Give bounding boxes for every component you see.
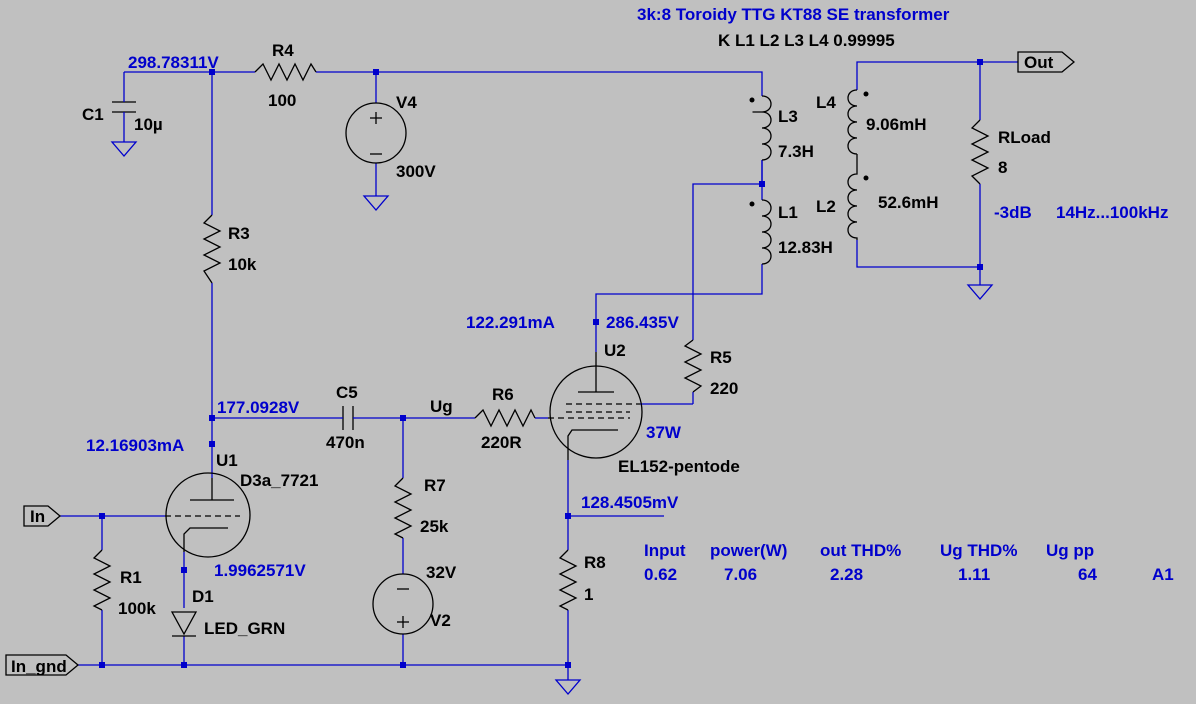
- probe-supply: 298.78311V: [128, 53, 219, 72]
- l1-value: 12.83H: [778, 238, 833, 257]
- capacitor-c5-symbol[interactable]: [340, 406, 356, 430]
- r6-ref: R6: [492, 385, 514, 404]
- transformer-coupling: K L1 L2 L3 L4 0.99995: [718, 31, 895, 50]
- table-header: Ug THD%: [940, 541, 1017, 560]
- l2-value: 52.6mH: [878, 193, 938, 212]
- resistor-r6-symbol[interactable]: [474, 408, 536, 428]
- u1-ref: U1: [216, 451, 238, 470]
- port-out-shape[interactable]: [1017, 51, 1076, 73]
- table-tag: A1: [1152, 565, 1174, 584]
- d1-value: LED_GRN: [204, 619, 285, 638]
- port-in-gnd-shape[interactable]: [5, 654, 80, 676]
- v2-ref: V2: [430, 611, 451, 630]
- triode-u1-symbol[interactable]: [165, 472, 251, 558]
- results-table: Input power(W) out THD% Ug THD% Ug pp 0.…: [644, 541, 1174, 584]
- port-in-gnd-label: In_gnd: [11, 657, 67, 676]
- r4-ref: R4: [272, 41, 294, 60]
- resistor-r3-symbol[interactable]: [202, 214, 222, 284]
- resistor-r7-symbol[interactable]: [393, 477, 413, 539]
- r6-value: 220R: [481, 433, 522, 452]
- r5-value: 220: [710, 379, 738, 398]
- inductor-l3-symbol[interactable]: [749, 95, 772, 161]
- port-in-label: In: [30, 507, 45, 526]
- u1-model: D3a_7721: [240, 471, 318, 490]
- l1-ref: L1: [778, 203, 798, 222]
- v4-value: 300V: [396, 162, 436, 181]
- r3-ref: R3: [228, 224, 250, 243]
- capacitor-c1-symbol[interactable]: [112, 96, 136, 120]
- r8-value: 1: [584, 585, 593, 604]
- u2-ref: U2: [604, 341, 626, 360]
- junction-dots: [99, 59, 983, 668]
- inductor-l1-symbol[interactable]: [749, 199, 772, 265]
- probe-u2-current: 122.291mA: [466, 313, 555, 332]
- l4-value: 9.06mH: [866, 115, 926, 134]
- table-cell: 0.62: [644, 565, 677, 584]
- voltage-source-v2-symbol[interactable]: [372, 573, 434, 635]
- table-cell: 7.06: [724, 565, 757, 584]
- led-d1-symbol[interactable]: [170, 611, 198, 637]
- inductor-l2-symbol[interactable]: [847, 153, 869, 240]
- l4-ref: L4: [816, 93, 836, 112]
- rload-value: 8: [998, 158, 1007, 177]
- r8-ref: R8: [584, 553, 606, 572]
- probe-u1-current: 12.16903mA: [86, 436, 184, 455]
- l3-value: 7.3H: [778, 142, 814, 161]
- bandwidth-range: 14Hz...100kHz: [1056, 203, 1168, 222]
- c5-ref: C5: [336, 383, 358, 402]
- r3-value: 10k: [228, 255, 257, 274]
- table-header: out THD%: [820, 541, 901, 560]
- bandwidth-level: -3dB: [994, 203, 1032, 222]
- probe-u2-cathode: 128.4505mV: [581, 493, 679, 512]
- c1-ref: C1: [82, 105, 104, 124]
- probe-u1-anode: 177.0928V: [217, 398, 300, 417]
- probe-u2-anode: 286.435V: [606, 313, 679, 332]
- c5-value: 470n: [326, 433, 365, 452]
- r7-value: 25k: [420, 517, 449, 536]
- table-cell: 1.11: [958, 565, 990, 584]
- r1-value: 100k: [118, 599, 156, 618]
- c1-value: 10µ: [134, 115, 163, 134]
- ground-symbols: [110, 141, 994, 695]
- r1-ref: R1: [120, 568, 142, 587]
- u2-model: EL152-pentode: [618, 457, 740, 476]
- port-out-label: Out: [1024, 53, 1054, 72]
- u2-power: 37W: [646, 423, 682, 442]
- transformer-title: 3k:8 Toroidy TTG KT88 SE transformer: [637, 5, 950, 24]
- r4-value: 100: [268, 91, 296, 110]
- r7-ref: R7: [424, 476, 446, 495]
- d1-ref: D1: [192, 587, 214, 606]
- pentode-u2-symbol[interactable]: [548, 352, 643, 460]
- v4-ref: V4: [396, 93, 417, 112]
- inductor-l4-symbol[interactable]: [847, 89, 869, 155]
- resistor-r5-symbol[interactable]: [683, 339, 703, 393]
- table-cell: 2.28: [830, 565, 863, 584]
- v2-value: 32V: [426, 563, 457, 582]
- table-cell: 64: [1078, 565, 1097, 584]
- rload-ref: RLoad: [998, 128, 1051, 147]
- table-header: Input: [644, 541, 686, 560]
- probe-u1-cathode: 1.9962571V: [214, 561, 306, 580]
- r5-ref: R5: [710, 348, 732, 367]
- table-header: Ug pp: [1046, 541, 1094, 560]
- net-ug-label: Ug: [430, 397, 453, 416]
- port-in-shape[interactable]: [23, 505, 62, 527]
- table-header: power(W): [710, 541, 787, 560]
- resistor-r4-symbol[interactable]: [254, 62, 317, 82]
- voltage-source-v4-symbol[interactable]: [345, 102, 407, 164]
- l2-ref: L2: [816, 197, 836, 216]
- resistor-r1-symbol[interactable]: [92, 549, 112, 611]
- wires: [60, 61, 1018, 680]
- resistor-r8-symbol[interactable]: [558, 549, 578, 611]
- resistor-rload-symbol[interactable]: [970, 119, 990, 185]
- l3-ref: L3: [778, 107, 798, 126]
